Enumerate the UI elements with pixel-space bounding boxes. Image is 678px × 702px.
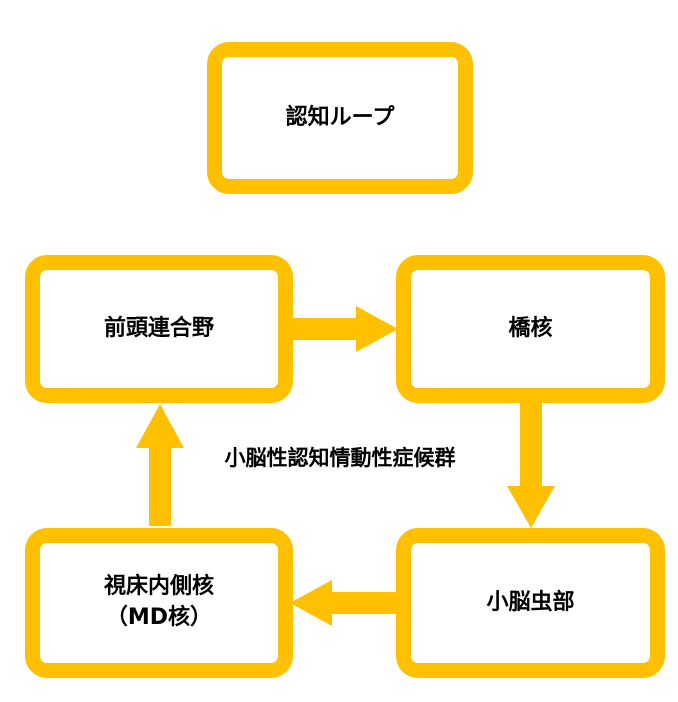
node-thalamus-line1: 視床内側核 [103, 574, 214, 600]
node-prefrontal-cortex: 前頭連合野 [25, 255, 293, 403]
node-pontine-nuclei: 橋核 [396, 255, 665, 403]
arrow-pons-to-vermis [507, 400, 555, 528]
arrow-thalamus-to-prefrontal [136, 404, 184, 526]
node-thalamus-md: 視床内側核 （MD核） [25, 528, 293, 678]
node-thalamus-text: 視床内側核 （MD核） [104, 572, 214, 634]
node-vermis-label: 小脳虫部 [486, 589, 575, 615]
title-node-label: 認知ループ [285, 104, 395, 130]
center-label-syndrome: 小脳性認知情動性症候群 [224, 446, 456, 470]
node-pons-label: 橋核 [508, 315, 553, 341]
title-node-cognitive-loop: 認知ループ [207, 42, 473, 194]
arrow-vermis-to-thalamus [290, 580, 400, 626]
arrow-prefrontal-to-pons [290, 306, 398, 352]
node-cerebellar-vermis: 小脳虫部 [396, 528, 665, 678]
node-prefrontal-label: 前頭連合野 [103, 315, 214, 341]
node-thalamus-line2: （MD核） [105, 605, 213, 630]
